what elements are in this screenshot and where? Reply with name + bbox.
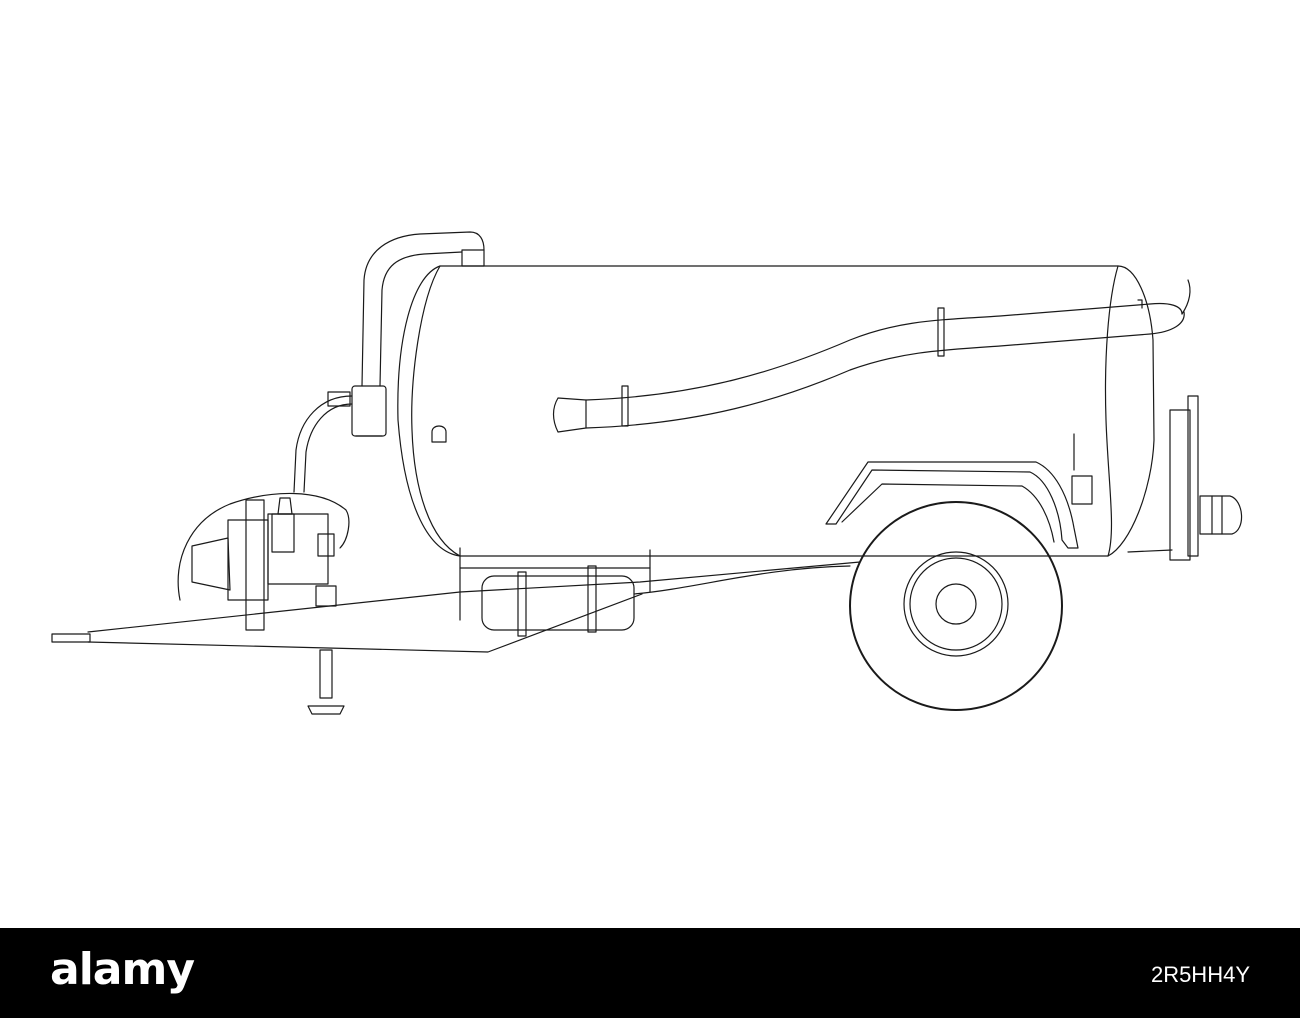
pipe-end-hook [1181,279,1191,315]
pump-bracket [315,585,337,607]
hitch-eye [51,633,91,643]
rear-box [1071,475,1093,505]
pump-body [227,519,269,601]
mudguard [825,461,1079,549]
tanker-drawing [51,231,1243,715]
suction-pipe-outer [361,231,485,387]
side-pipe-bottom [585,311,1185,429]
pipe-elbow [327,391,351,407]
wheel-hub [935,583,977,625]
wheel-tyre [849,501,1063,711]
cylinder-strap-1 [517,571,527,637]
cylinder-strap-2 [587,565,597,633]
pipe-nozzle [552,397,587,433]
chassis-posts [459,547,651,621]
outlet-ribs [1211,495,1223,535]
valve-housing [351,385,387,437]
rear-frame [1169,409,1191,561]
wheel-rim-outer [903,551,1009,657]
pump-guard [177,492,350,601]
sight-glass [431,425,447,443]
footer-bar: alamy 2R5HH4Y [0,928,1300,1018]
rear-strut [1127,549,1173,553]
cylinder-hose [633,565,851,595]
rear-outlet-valve [1199,495,1243,535]
tanker-trailer-icon [51,231,1243,715]
pipe-flange [461,249,485,267]
image-id: 2R5HH4Y [1150,962,1250,987]
wheel-rim-inner [909,557,1003,651]
chassis-drawbar [87,561,861,653]
mudguard-inner [841,483,1055,543]
pump-filter [271,513,295,553]
jack-leg [319,649,333,699]
brand-logo[interactable]: alamy [50,944,195,995]
pipe-clamp-1 [621,385,629,427]
pto-shaft-cone [191,537,231,591]
tank-body [397,265,1155,557]
jack-foot [307,705,345,715]
pump-shaft [245,499,265,631]
pump-housing [267,513,329,585]
pump-connector [317,533,335,557]
tank-rear-end [1104,265,1119,557]
rear-bar [1187,395,1199,557]
side-pipe-top [585,302,1183,401]
pipe-clamp-2 [937,307,945,357]
pump-cap [277,497,293,515]
pipe-clamp-3 [1137,299,1143,309]
pump-feed-pipe [293,395,353,493]
suction-pipe-inner [379,251,463,387]
cylinder-tank [481,575,635,631]
tank-front-end [411,265,461,557]
